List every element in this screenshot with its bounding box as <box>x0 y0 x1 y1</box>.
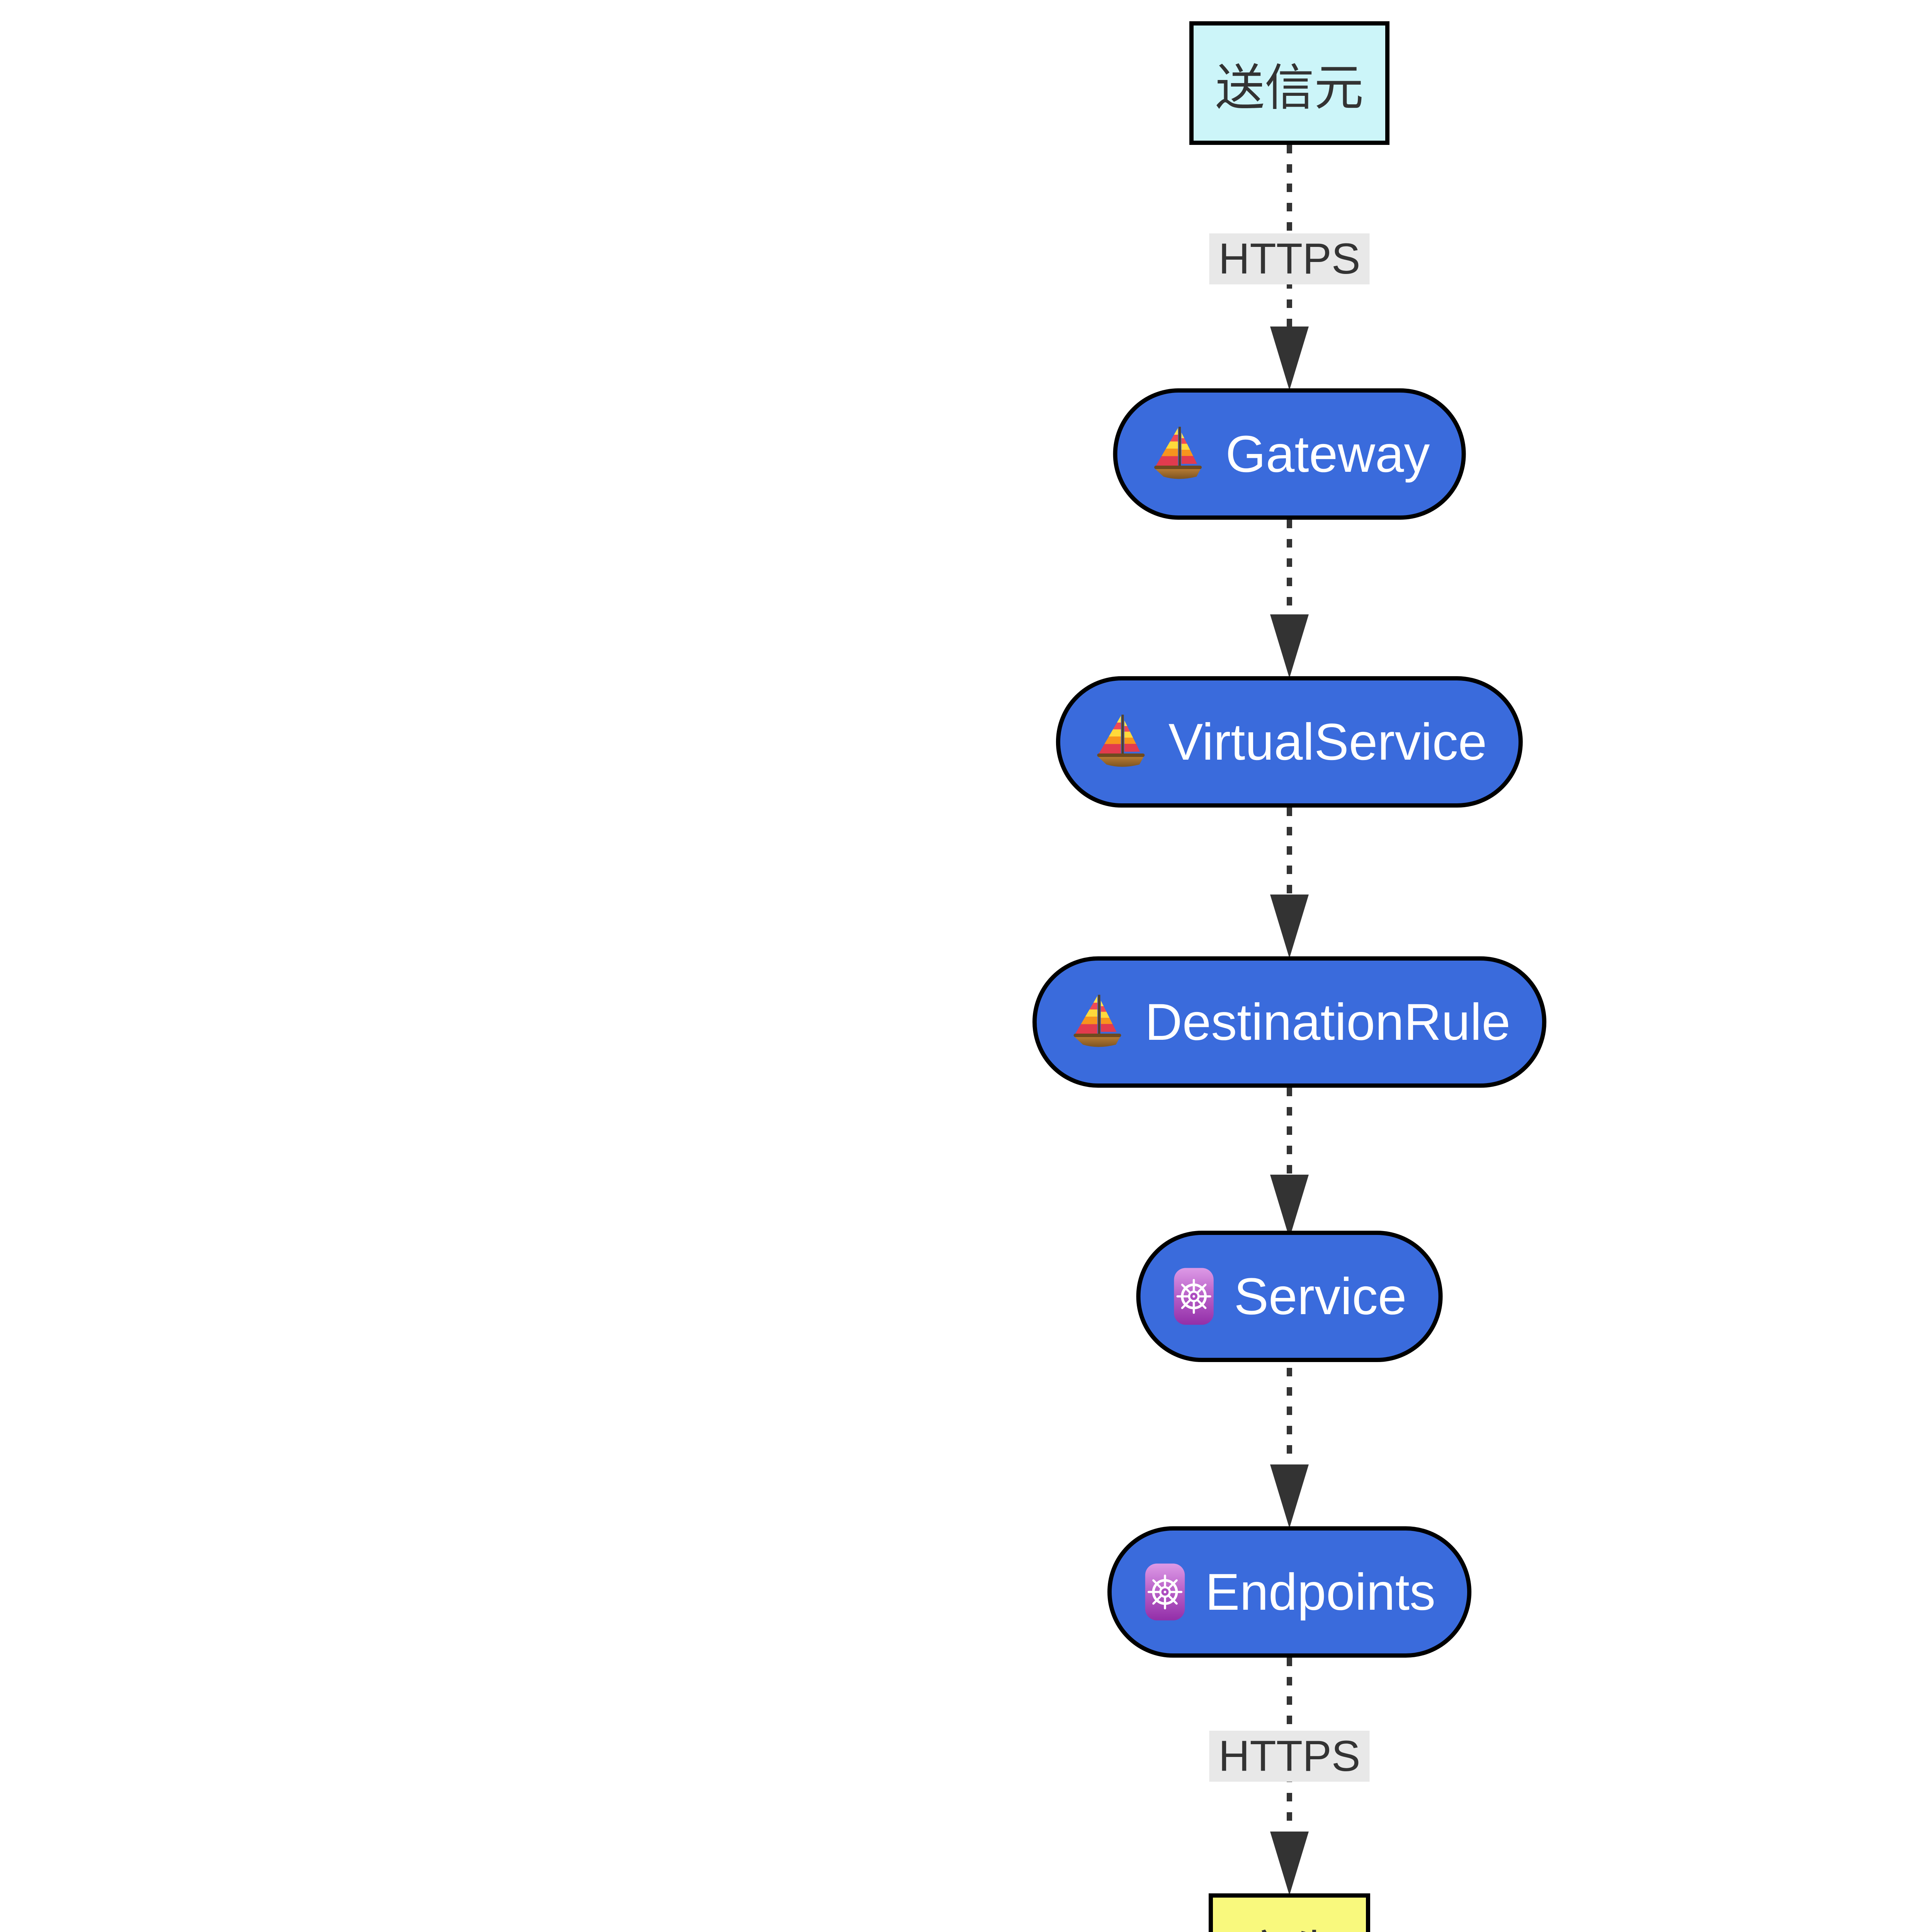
sailboat-icon <box>1068 993 1126 1051</box>
edge-service-endpoints <box>1270 1368 1309 1528</box>
edge-label-https-bottom: HTTPS <box>1209 1731 1370 1782</box>
sailboat-icon <box>1092 713 1150 771</box>
node-virtualservice-label: VirtualService <box>1168 713 1487 771</box>
sailboat-icon <box>1149 425 1207 483</box>
edge-virtualservice-destinationrule <box>1270 808 1309 958</box>
node-source-label: 送信元 <box>1215 60 1364 116</box>
node-gateway: Gateway <box>1113 388 1466 520</box>
kubernetes-wheel-icon <box>1172 1266 1216 1327</box>
edge-endpoints-destination <box>1270 1658 1309 1895</box>
node-service: Service <box>1136 1231 1443 1362</box>
node-destination: 宛先 <box>1208 1893 1371 1932</box>
edge-gateway-virtualservice <box>1270 520 1309 678</box>
node-endpoints-label: Endpoints <box>1205 1563 1435 1621</box>
kubernetes-wheel-icon <box>1143 1562 1187 1622</box>
node-virtualservice: VirtualService <box>1056 676 1523 808</box>
node-service-label: Service <box>1234 1267 1407 1325</box>
node-destination-label: 宛先 <box>1240 1914 1339 1932</box>
node-source: 送信元 <box>1189 21 1390 145</box>
edge-source-gateway <box>1270 145 1309 390</box>
edge-label-https-top: HTTPS <box>1209 233 1370 284</box>
node-destinationrule-label: DestinationRule <box>1145 993 1510 1051</box>
node-destinationrule: DestinationRule <box>1032 956 1546 1088</box>
node-endpoints: Endpoints <box>1107 1526 1471 1658</box>
node-gateway-label: Gateway <box>1225 425 1430 483</box>
edge-destinationrule-service <box>1270 1088 1309 1238</box>
